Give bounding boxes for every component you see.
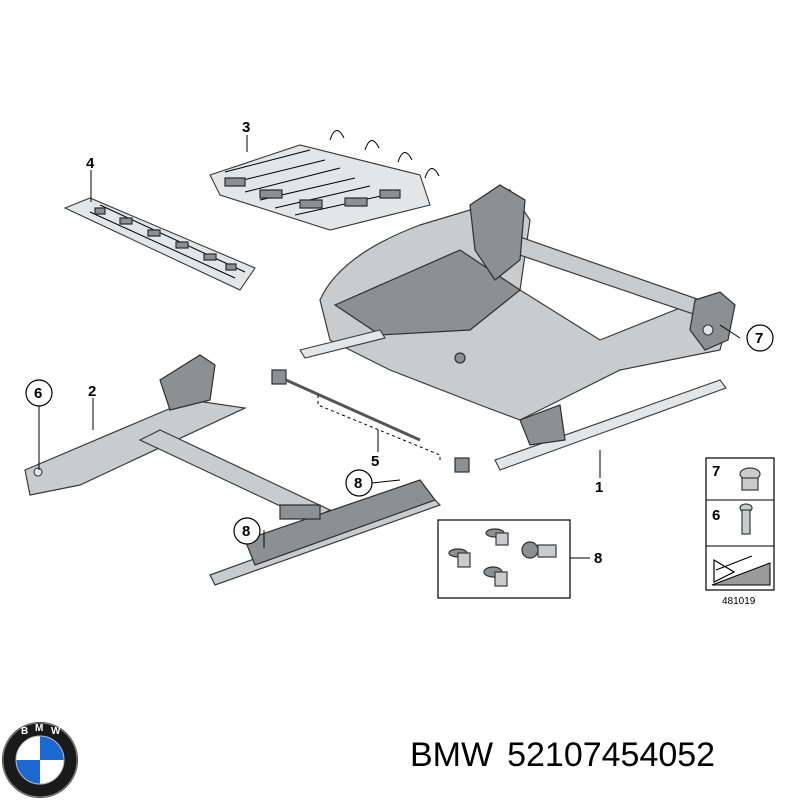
circled-callout-8-upper: 8 [345,469,373,497]
brand-name: BMW [410,736,494,774]
connecting-rod-part [271,369,470,473]
fastener-legend: 7 6 481019 [705,457,775,607]
legend-label-7: 7 [712,463,720,480]
leader-lines [38,135,741,548]
svg-text:W: W [51,726,61,737]
callout-1: 1 [595,479,603,496]
part-number: 52107454052 [507,736,716,774]
circled-callout-8-lower: 8 [233,517,261,545]
callout-3: 3 [242,119,250,136]
screw-icon [485,528,509,546]
screws-box [437,519,590,599]
spring-mat-part [209,130,440,231]
callout-5: 5 [371,453,379,470]
screw-icon [448,548,471,568]
svg-text:M: M [35,723,43,734]
callout-2: 2 [88,383,96,400]
svg-text:8: 8 [242,523,250,540]
circled-callout-6: 6 [25,379,53,407]
callout-8-screws: 8 [594,550,602,567]
arrow-icon [711,555,771,586]
seat-frame-part [299,184,736,471]
bmw-logo: B M W [2,722,78,798]
callout-4: 4 [86,155,95,172]
legend-label-6: 6 [712,507,720,524]
circled-callout-7: 7 [746,324,774,352]
svg-text:8: 8 [354,475,362,492]
svg-text:7: 7 [755,330,763,347]
seat-pan-part [63,197,256,291]
part-caption: BMW 52107454052 [410,736,729,775]
bolt-icon [739,467,761,491]
diagram-reference-number: 481019 [722,596,756,607]
seat-rail-part [24,354,442,586]
screw-icon [739,503,753,535]
screw-icon [483,566,508,587]
svg-text:6: 6 [34,385,42,402]
screw-icon [521,541,557,559]
svg-text:B: B [21,726,28,737]
